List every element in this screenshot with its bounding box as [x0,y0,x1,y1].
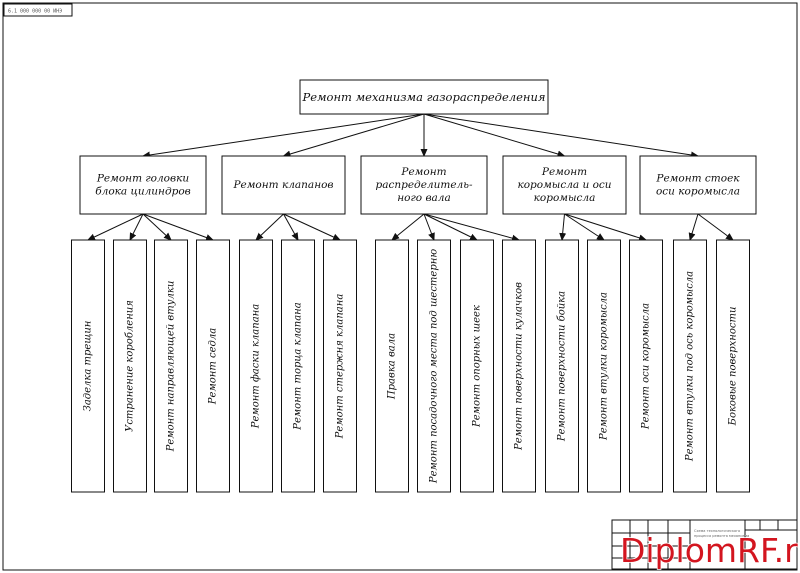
leaf-label-4-3: Ремонт оси коромысла [641,303,652,430]
leaf-box-5-1 [673,239,707,493]
connector-category-1-to-leaf-3 [142,213,172,241]
connector-category-1-to-leaf-4 [142,213,214,241]
connector-root-to-category-4 [423,113,566,158]
leaf-label-2-1: Ремонт фаски клапана [251,304,262,429]
leaf-box-2-3 [323,239,357,493]
category-box-1 [79,155,207,215]
connector-category-2-to-leaf-2 [283,213,299,241]
connector-category-5-to-leaf-1 [688,213,699,241]
category-4-label-line-2: коромысла и оси [517,179,611,191]
connector-category-3-to-leaf-4 [423,213,520,242]
title-block: Схема технологического процесса ремонта … [611,519,798,570]
category-box-4 [502,155,627,215]
root-box [299,79,549,115]
connector-category-1-to-leaf-1 [87,213,144,241]
leaf-box-5-2 [716,239,750,493]
root-label: Ремонт механизма газораспределения [301,90,545,104]
watermark-logo: DiplomRF.ru [620,531,800,570]
leaf-box-2-1 [239,239,273,493]
leaf-box-1-2 [113,239,147,493]
category-1-label-line-1: Ремонт головки [96,173,190,185]
leaf-label-4-1: Ремонт поверхности бойка [557,291,568,442]
leaf-label-3-2: Ремонт посадочного места под шестерню [429,249,440,484]
leaf-label-3-4: Ремонт поверхности кулачков [514,282,525,451]
connector-category-4-to-leaf-1 [559,213,567,241]
leaf-box-2-2 [281,239,315,493]
leaf-box-1-4 [196,239,230,493]
connector-category-1-to-leaf-2 [129,213,144,241]
nodes: Ремонт механизма газораспределенияРемонт… [71,79,757,493]
leaf-label-1-2: Устранение коробления [125,300,136,432]
leaf-label-3-1: Правка вала [387,333,398,400]
leaf-box-1-3 [154,239,188,493]
title-block-line1: Схема технологического [694,529,740,533]
drawing-code-stamp [3,3,73,17]
category-3-label-line-1: Ремонт [400,166,446,178]
connector-root-to-category-2 [282,113,425,158]
leaf-box-3-3 [460,239,494,493]
leaf-box-1-1 [71,239,105,493]
leaf-box-3-2 [417,239,451,493]
category-4-label-line-1: Ремонт [541,166,587,178]
connector-category-4-to-leaf-3 [564,213,647,242]
category-5-label-line-1: Ремонт стоек [655,173,740,185]
leaf-label-5-2: Боковые поверхности [728,307,739,427]
category-box-3 [360,155,488,215]
connector-category-2-to-leaf-3 [283,213,341,241]
leaf-label-2-2: Ремонт торца клапана [293,302,304,431]
leaf-label-4-2: Ремонт втулки коромысла [599,292,610,441]
category-2-label-line-1: Ремонт клапанов [232,179,333,191]
title-block-line2: процесса ремонта механизма [694,534,749,538]
leaf-box-4-1 [545,239,579,493]
leaf-box-4-3 [629,239,663,493]
connector-category-2-to-leaf-1 [255,213,284,241]
connector-root-to-category-1 [142,113,425,159]
connector-category-4-to-leaf-2 [564,213,605,241]
connector-category-5-to-leaf-2 [697,213,734,241]
category-box-2 [221,155,346,215]
leaf-label-5-1: Ремонт втулки под ось коромысла [685,271,696,462]
leaf-label-1-3: Ремонт направляющей втулки [166,281,177,453]
category-4-label-line-3: коромысла [534,192,596,204]
connectors [87,113,734,242]
title-block-frame [611,519,798,570]
leaf-label-1-4: Ремонт седла [208,328,219,405]
connector-category-3-to-leaf-3 [423,213,478,241]
connector-root-to-category-5 [423,113,699,159]
connector-category-3-to-leaf-1 [391,213,425,241]
category-box-5 [639,155,757,215]
category-3-label-line-3: ного вала [397,192,451,204]
connector-category-3-to-leaf-2 [423,213,435,241]
leaf-box-3-1 [375,239,409,493]
leaf-label-2-3: Ремонт стержня клапана [335,294,346,440]
category-1-label-line-2: блока цилиндров [95,186,191,198]
drawing-code: 6.1 000 000 00 ИНЭ [8,9,62,15]
leaf-box-4-2 [587,239,621,493]
leaf-label-1-1: Заделка трещин [83,321,94,412]
leaf-label-3-3: Ремонт опорных шеек [472,305,483,428]
leaf-box-3-4 [502,239,536,493]
category-3-label-line-2: распределитель- [376,179,473,191]
category-5-label-line-2: оси коромысла [656,186,740,198]
